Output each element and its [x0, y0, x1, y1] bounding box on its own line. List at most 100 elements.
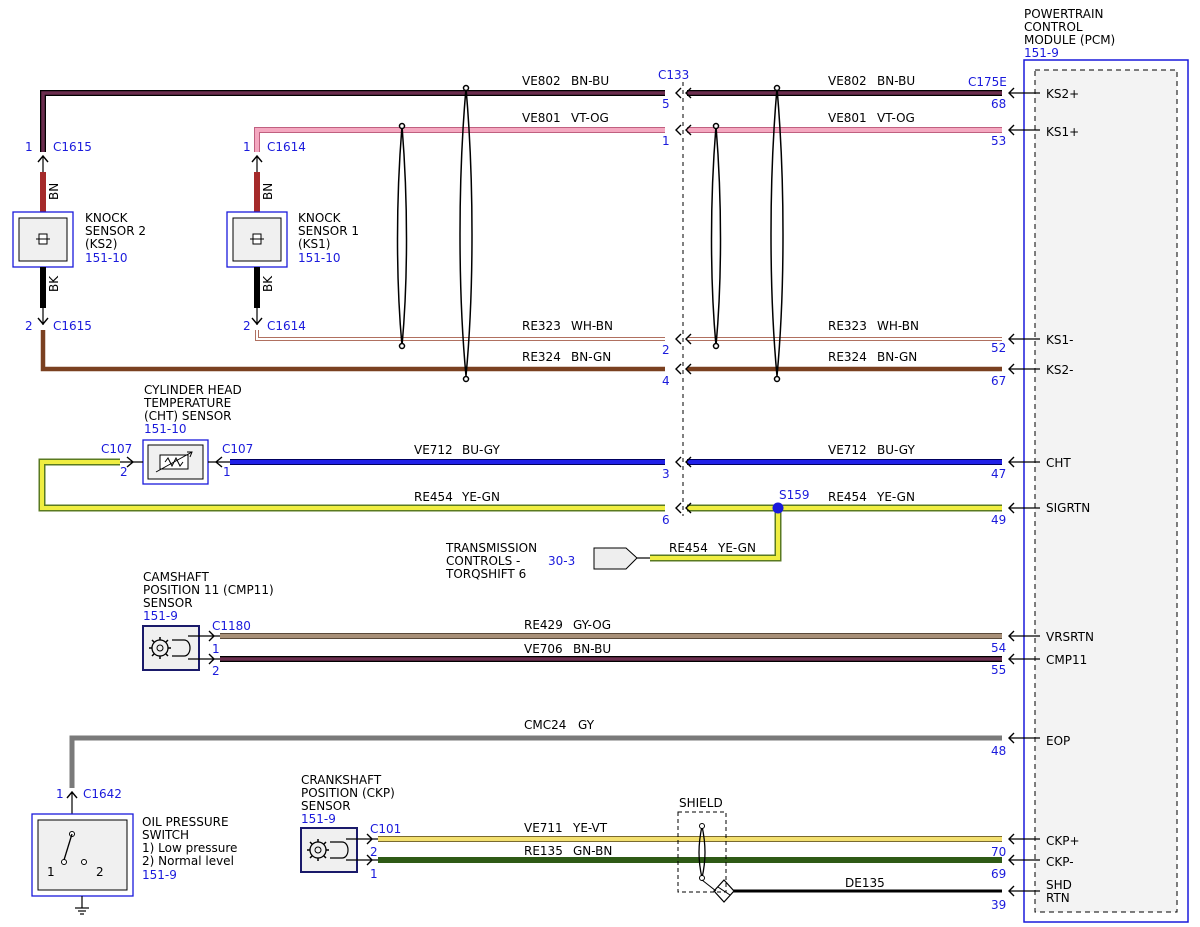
- label-bnbu-b: BN-BU: [877, 74, 915, 88]
- pcm-pin-shd: SHD: [1046, 878, 1072, 892]
- svg-text:SENSOR 2: SENSOR 2: [85, 224, 146, 238]
- ks1-pin-bottom: 2: [243, 319, 251, 333]
- pcm-chevrons: [1008, 87, 1015, 897]
- label-re324-a: RE324: [522, 350, 561, 364]
- label-ve706: VE706: [524, 642, 563, 656]
- switch-blade-icon: [63, 833, 73, 861]
- label-re454-b: RE454: [828, 490, 867, 504]
- svg-text:SWITCH: SWITCH: [142, 828, 189, 842]
- label-bnbu-a: BN-BU: [571, 74, 609, 88]
- svg-text:151-9: 151-9: [143, 609, 178, 623]
- cht-c107-left: C107: [101, 442, 132, 456]
- label-vtog-a: VT-OG: [571, 111, 609, 125]
- label-re454-a: RE454: [414, 490, 453, 504]
- svg-text:OIL PRESSURE: OIL PRESSURE: [142, 815, 229, 829]
- pcm-title-3: MODULE (PCM): [1024, 33, 1115, 47]
- wire-re323: [255, 330, 1002, 341]
- label-cmc24: CMC24: [524, 718, 566, 732]
- c175e-label: C175E: [968, 75, 1007, 89]
- wire-ve801: [254, 127, 1002, 152]
- svg-text:TRANSMISSION: TRANSMISSION: [445, 541, 537, 555]
- label-bugy-a: BU-GY: [462, 443, 500, 457]
- svg-text:POSITION 11 (CMP11): POSITION 11 (CMP11): [143, 583, 274, 597]
- wire-ve802: [40, 90, 1002, 152]
- svg-text:SENSOR 1: SENSOR 1: [298, 224, 359, 238]
- svg-text:48: 48: [991, 744, 1006, 758]
- oil-c1642: C1642: [83, 787, 122, 801]
- svg-text:2: 2: [96, 865, 104, 879]
- svg-text:CAMSHAFT: CAMSHAFT: [143, 570, 209, 584]
- svg-text:SHIELD: SHIELD: [679, 796, 723, 810]
- pcm-pin-vrsrtn: VRSRTN: [1046, 630, 1094, 644]
- svg-text:47: 47: [991, 467, 1006, 481]
- svg-text:1: 1: [223, 465, 231, 479]
- label-gnbn: GN-BN: [573, 844, 612, 858]
- label-yegn-c: YE-GN: [717, 541, 756, 555]
- ks1-c1614-bottom: C1614: [267, 319, 306, 333]
- transmission-reference: TRANSMISSION CONTROLS - TORQSHIFT 6 30-3…: [445, 488, 810, 581]
- svg-text:2: 2: [662, 343, 670, 357]
- svg-text:TEMPERATURE: TEMPERATURE: [143, 396, 231, 410]
- s159-label: S159: [779, 488, 810, 502]
- svg-text:52: 52: [991, 341, 1006, 355]
- ks2-wire-bn: BN: [47, 183, 61, 200]
- pcm-pin-ks1p: KS1+: [1046, 125, 1079, 139]
- svg-text:TORQSHIFT 6: TORQSHIFT 6: [445, 567, 526, 581]
- label-ve802-a: VE802: [522, 74, 561, 88]
- s159-splice-dot: [772, 502, 784, 514]
- svg-text:CRANKSHAFT: CRANKSHAFT: [301, 773, 382, 787]
- ks1-wire-bn: BN: [261, 183, 275, 200]
- svg-text:POSITION (CKP): POSITION (CKP): [301, 786, 395, 800]
- label-bngn-a: BN-GN: [571, 350, 611, 364]
- ks1-c1614-top: C1614: [267, 140, 306, 154]
- label-ve802-b: VE802: [828, 74, 867, 88]
- pcm-pin-cht: CHT: [1046, 456, 1071, 470]
- c133-pin-numbers: 5 1 2 4 3 6: [662, 97, 670, 527]
- pcm-pin-sigrtn: SIGRTN: [1046, 501, 1090, 515]
- label-ve801-a: VE801: [522, 111, 561, 125]
- svg-text:30-3: 30-3: [548, 554, 575, 568]
- svg-text:68: 68: [991, 97, 1006, 111]
- cht-sensor: CYLINDER HEAD TEMPERATURE (CHT) SENSOR 1…: [101, 383, 253, 485]
- ks1-pin-top: 1: [243, 140, 251, 154]
- label-ve712-a: VE712: [414, 443, 453, 457]
- svg-text:CYLINDER HEAD: CYLINDER HEAD: [144, 383, 242, 397]
- svg-text:2) Normal level: 2) Normal level: [142, 854, 234, 868]
- pcm-pin-ks2p: KS2+: [1046, 87, 1079, 101]
- ks2-pin-bottom: 2: [25, 319, 33, 333]
- cmp11-sensor: CAMSHAFT POSITION 11 (CMP11) SENSOR 151-…: [142, 570, 274, 678]
- pcm-title-1: POWERTRAIN: [1024, 7, 1104, 21]
- wire-re454: [38, 458, 1002, 562]
- svg-text:1: 1: [370, 867, 378, 881]
- label-gyog: GY-OG: [573, 618, 611, 632]
- label-re324-b: RE324: [828, 350, 867, 364]
- pcm-pin-ckpp: CKP+: [1046, 834, 1080, 848]
- svg-text:CONTROLS -: CONTROLS -: [446, 554, 520, 568]
- svg-text:55: 55: [991, 663, 1006, 677]
- label-whbn-a: WH-BN: [571, 319, 613, 333]
- svg-text:151-10: 151-10: [85, 251, 128, 265]
- svg-text:151-10: 151-10: [144, 422, 187, 436]
- svg-text:2: 2: [212, 664, 220, 678]
- svg-text:1) Low pressure: 1) Low pressure: [142, 841, 237, 855]
- svg-text:SENSOR: SENSOR: [143, 596, 193, 610]
- pcm-title-2: CONTROL: [1024, 20, 1083, 34]
- cmp-c1180: C1180: [212, 619, 251, 633]
- pcm-module: POWERTRAIN CONTROL MODULE (PCM) 151-9 KS…: [1023, 7, 1189, 923]
- svg-text:53: 53: [991, 134, 1006, 148]
- label-ve801-b: VE801: [828, 111, 867, 125]
- label-yegn-a: YE-GN: [461, 490, 500, 504]
- label-ve712-b: VE712: [828, 443, 867, 457]
- label-de135: DE135: [845, 876, 885, 890]
- label-whbn-b: WH-BN: [877, 319, 919, 333]
- label-bngn-b: BN-GN: [877, 350, 917, 364]
- wire-de135: [713, 879, 1002, 903]
- label-ve711: VE711: [524, 821, 563, 835]
- c133-chevrons: [675, 87, 692, 514]
- svg-text:70: 70: [991, 845, 1006, 859]
- wire-re324: [40, 330, 1002, 372]
- label-re323-a: RE323: [522, 319, 561, 333]
- pcm-ref: 151-9: [1024, 46, 1059, 60]
- ckp-sensor: CRANKSHAFT POSITION (CKP) SENSOR 151-9 C…: [300, 773, 401, 881]
- label-yevt: YE-VT: [572, 821, 608, 835]
